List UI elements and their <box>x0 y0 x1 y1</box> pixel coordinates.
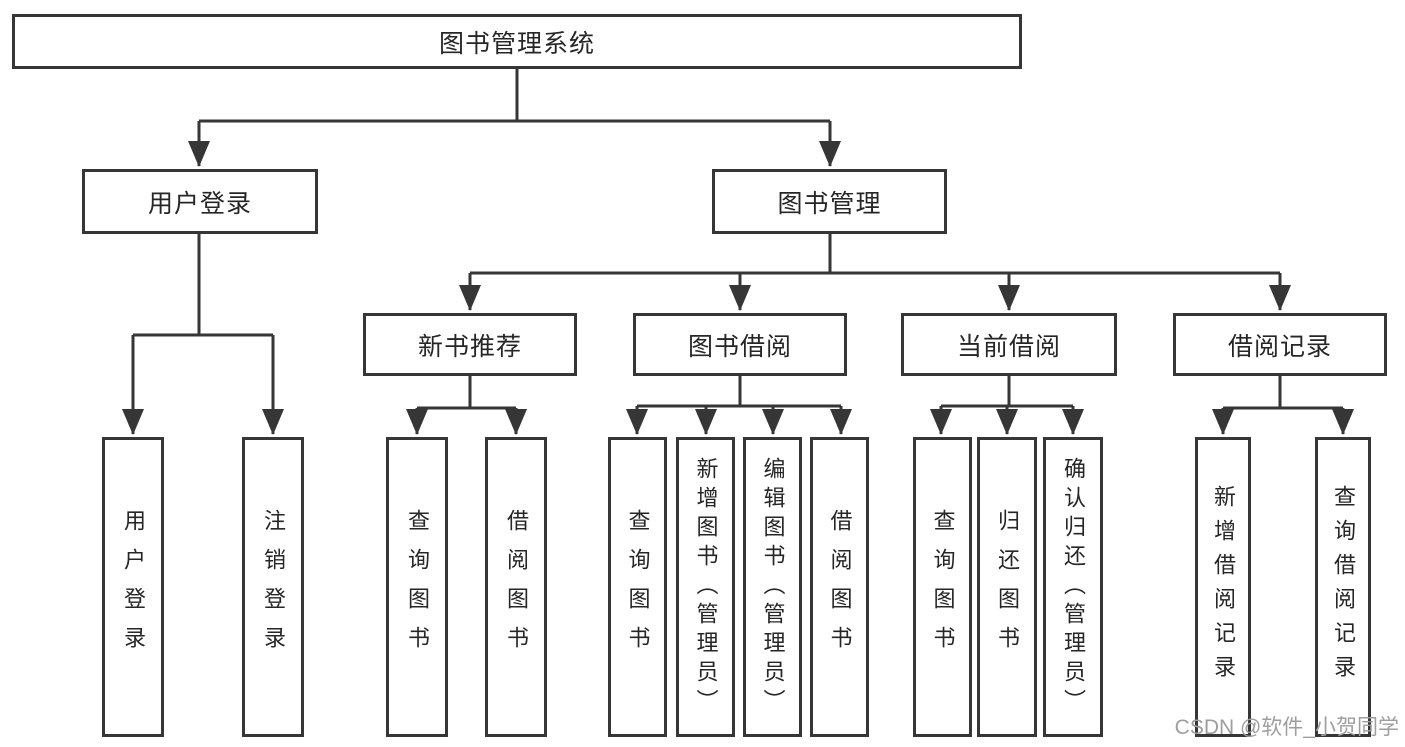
csdn-watermark: CSDN @软件_小贺同学 <box>1174 716 1399 739</box>
leaf-add-borrow-record-label: 新增借阅记录 <box>1211 485 1236 689</box>
leaf-return-book: 归还图书 <box>977 437 1037 737</box>
leaf-query-book-2: 查询图书 <box>608 437 667 737</box>
leaf-edit-book-admin: 编辑图书（管理员） <box>743 437 802 737</box>
leaf-edit-book-admin-label: 编辑图书（管理员） <box>760 456 786 718</box>
node-user-login: 用户登录 <box>82 169 318 234</box>
node-current-borrow: 当前借阅 <box>901 313 1117 376</box>
node-library-system: 图书管理系统 <box>12 14 1022 69</box>
leaf-borrow-book-2-label: 借阅图书 <box>827 509 853 665</box>
leaf-confirm-return-admin-label: 确认归还（管理员） <box>1061 456 1086 718</box>
node-book-management: 图书管理 <box>712 169 947 234</box>
leaf-query-book-3: 查询图书 <box>913 437 972 737</box>
leaf-user-login: 用户登录 <box>102 437 164 737</box>
leaf-return-book-label: 归还图书 <box>995 509 1020 665</box>
node-borrow-records: 借阅记录 <box>1173 313 1387 376</box>
leaf-borrow-book-1: 借阅图书 <box>485 437 547 737</box>
leaf-query-borrow-record: 查询借阅记录 <box>1315 437 1371 737</box>
leaf-user-login-label: 用户登录 <box>121 509 146 665</box>
node-new-book-recommend: 新书推荐 <box>363 313 577 376</box>
leaf-logout: 注销登录 <box>242 437 304 737</box>
leaf-query-book-1-label: 查询图书 <box>405 509 430 665</box>
leaf-add-book-admin: 新增图书（管理员） <box>676 437 735 737</box>
leaf-add-borrow-record: 新增借阅记录 <box>1195 437 1251 737</box>
leaf-borrow-book-2: 借阅图书 <box>810 437 869 737</box>
leaf-query-book-3-label: 查询图书 <box>930 509 956 665</box>
leaf-query-borrow-record-label: 查询借阅记录 <box>1331 485 1356 689</box>
node-book-borrow: 图书借阅 <box>633 313 847 376</box>
leaf-query-book-1: 查询图书 <box>386 437 448 737</box>
leaf-query-book-2-label: 查询图书 <box>625 509 651 665</box>
leaf-confirm-return-admin: 确认归还（管理员） <box>1043 437 1103 737</box>
leaf-add-book-admin-label: 新增图书（管理员） <box>693 456 719 718</box>
leaf-borrow-book-1-label: 借阅图书 <box>504 509 529 665</box>
leaf-logout-label: 注销登录 <box>261 509 286 665</box>
